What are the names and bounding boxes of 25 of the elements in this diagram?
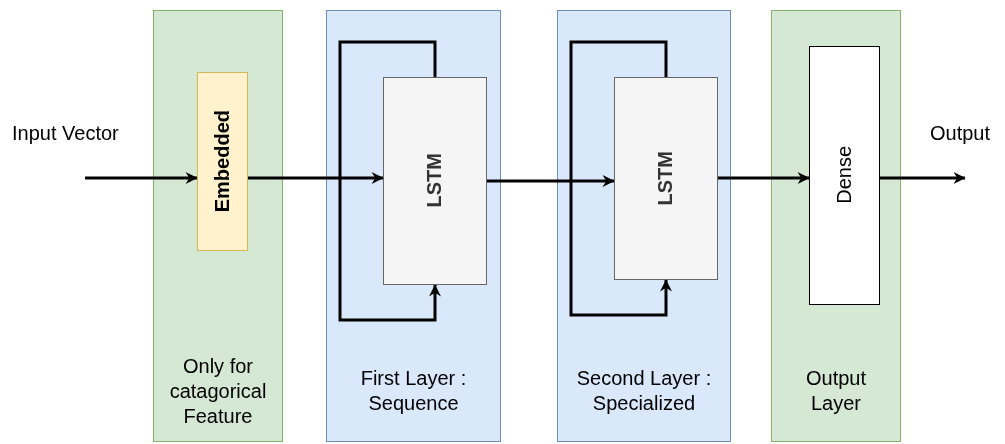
io-label: Input Vector [12, 122, 119, 145]
layer-panel [326, 10, 501, 442]
layer-box [808, 45, 880, 305]
layer-name: Embedded [210, 109, 234, 213]
layer-panel [557, 10, 731, 442]
layer-box [196, 71, 248, 251]
layer-caption: Second Layer : Specialized [575, 366, 713, 416]
arrow [487, 175, 615, 187]
layer-box [382, 76, 487, 285]
layer-name: Dense [832, 146, 856, 204]
io-label: Output [930, 122, 991, 145]
layer-caption: Only for catagorical Feature [168, 353, 268, 429]
arrow [85, 172, 198, 184]
layer-panel [771, 10, 901, 442]
layer-caption: First Layer : Sequence [359, 366, 468, 416]
layer-name: LSTM [654, 150, 677, 206]
arrow [569, 40, 672, 317]
layer-box [613, 76, 718, 280]
layer-name: LSTM [423, 153, 446, 208]
layer-panel [153, 10, 283, 442]
arrow [338, 40, 441, 322]
arrow [880, 172, 966, 184]
layer-caption: Output Layer [804, 366, 867, 416]
arrow [248, 172, 384, 184]
arrow [718, 172, 810, 184]
